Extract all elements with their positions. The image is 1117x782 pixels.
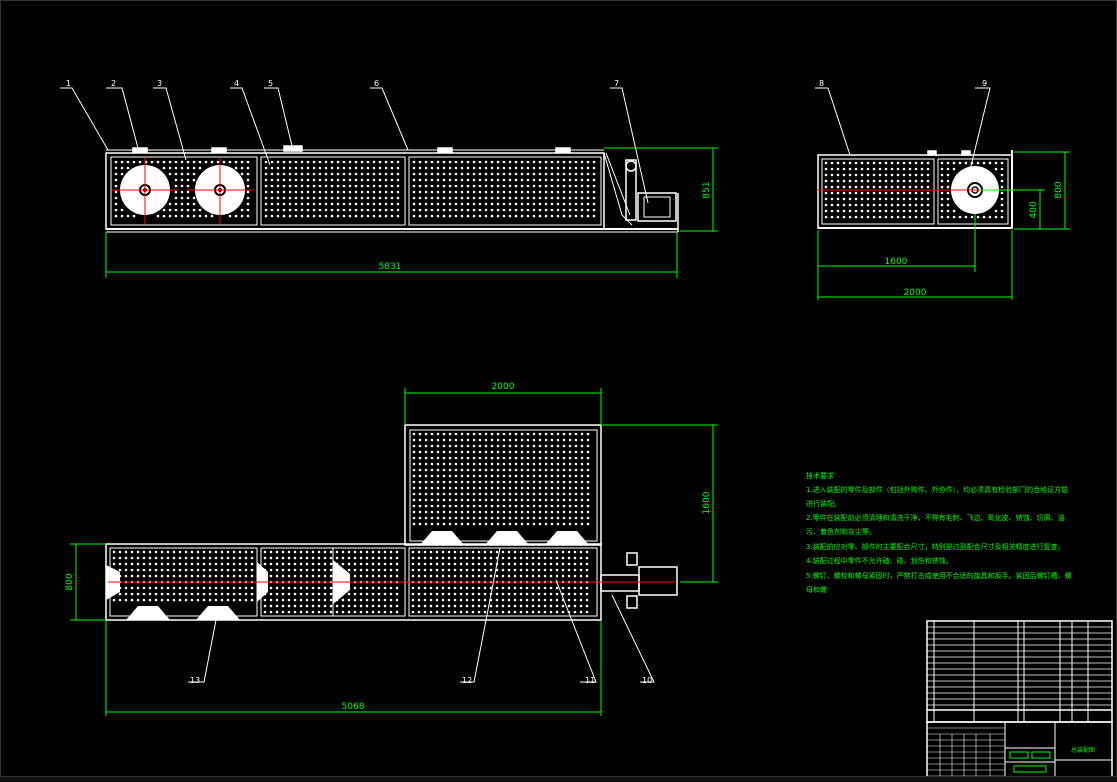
front-centerlines — [112, 158, 253, 224]
notes-line-5: 3.装配前应对零、部件的主要配合尺寸，特别是过盈配合尺寸及相关精度进行复查。 — [806, 542, 1065, 551]
dim-plan-top-width: 2000 — [492, 382, 515, 392]
title-block — [926, 721, 1113, 777]
callout-5: 5 — [268, 79, 273, 88]
technical-notes: 技术要求 1.进入装配的零件及部件（包括外购件、外协件），均必须具有检验部门的合… — [806, 471, 1072, 594]
dimension-lines — [70, 147, 1070, 716]
title-block-name: 总装配图 — [1071, 746, 1095, 754]
notes-line-3: 2.零件在装配前必须清理和清洗干净，不得有毛刺、飞边、氧化皮、锈蚀、切屑、油 — [806, 513, 1065, 522]
callout-7: 7 — [614, 79, 619, 88]
dim-plan-depth: 800 — [65, 573, 75, 590]
notes-line-8: 母和螺 — [806, 585, 827, 594]
dim-plan-top-depth: 1600 — [702, 491, 712, 514]
callout-2: 2 — [111, 79, 116, 88]
plan-perforation — [112, 432, 590, 614]
side-perforation — [824, 161, 1004, 219]
callout-leaders — [60, 87, 991, 683]
callout-10: 10 — [642, 676, 652, 685]
notes-line-4: 污、着色剂和灰尘等。 — [806, 527, 876, 536]
callout-12: 12 — [462, 676, 472, 685]
notes-line-7: 5.螺钉、螺栓和螺母紧固时，严禁打击或使用不合适的旋具和扳手。紧固后螺钉槽、螺 — [806, 571, 1072, 580]
side-fan — [818, 166, 1012, 214]
bom-table — [926, 620, 1113, 723]
callout-3: 3 — [157, 79, 162, 88]
notes-line-2: 进行装配。 — [806, 499, 841, 508]
title-block-grid — [927, 727, 1005, 777]
dimension-texts: 5831 851 800 400 1600 2000 2000 1600 800… — [65, 181, 1064, 712]
notes-title: 技术要求 — [806, 471, 834, 480]
callout-6: 6 — [374, 79, 379, 88]
notes-line-6: 4.装配过程中零件不允许磕、碰、划伤和锈蚀。 — [806, 556, 953, 565]
callout-1: 1 — [66, 79, 71, 88]
dim-plan-length: 5068 — [342, 702, 365, 712]
callout-8: 8 — [819, 79, 824, 88]
dim-side-axis-height: 400 — [1029, 201, 1039, 218]
front-view — [105, 145, 679, 233]
callout-11: 11 — [585, 676, 595, 685]
bom-rows — [927, 626, 1112, 706]
horizontal-scrollbar[interactable] — [0, 777, 1117, 782]
dim-front-length: 5831 — [379, 262, 402, 272]
dim-side-total-width: 2000 — [904, 288, 927, 298]
dim-side-height: 800 — [1054, 181, 1064, 198]
callout-13: 13 — [190, 676, 200, 685]
notes-line-1: 1.进入装配的零件及部件（包括外购件、外协件），均必须具有检验部门的合格证方能 — [806, 485, 1068, 494]
callout-9: 9 — [982, 79, 987, 88]
plan-view — [105, 424, 678, 621]
front-frame — [105, 152, 605, 230]
callout-4: 4 — [234, 79, 239, 88]
dim-front-height: 851 — [702, 181, 712, 198]
front-perforation — [114, 160, 596, 218]
side-view — [817, 150, 1013, 229]
dim-side-inner-width: 1600 — [885, 257, 908, 267]
callout-labels: 1 2 3 4 5 6 7 8 9 10 11 12 13 — [66, 79, 987, 685]
